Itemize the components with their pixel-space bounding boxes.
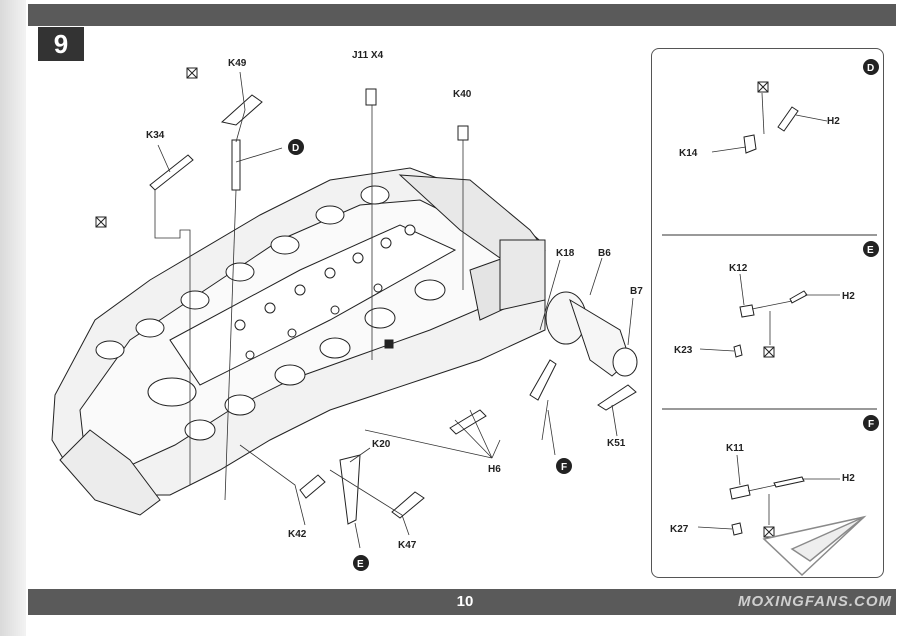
label-k34: K34 xyxy=(146,130,165,141)
label-j11-x4: J11 X4 xyxy=(352,50,384,61)
part-b6-b7 xyxy=(545,291,638,377)
cement-icon-k49 xyxy=(186,67,198,79)
svg-text:F: F xyxy=(868,419,874,430)
loose-parts xyxy=(149,88,637,525)
part-labels: K49 K34 J11 X4 K40 K18 B6 B7 K51 H6 K20 … xyxy=(146,50,643,551)
detail-section-f: F K11 H2 K27 xyxy=(670,415,879,538)
leader-lines xyxy=(154,71,634,549)
callout-d-main: D xyxy=(288,139,304,155)
svg-text:F: F xyxy=(561,462,567,473)
label-h6: H6 xyxy=(488,464,501,475)
svg-text:D: D xyxy=(867,63,874,74)
svg-text:E: E xyxy=(867,245,874,256)
detail-section-e: E K12 H2 K23 xyxy=(674,241,879,358)
label-k12: K12 xyxy=(729,263,748,274)
label-k51: K51 xyxy=(607,438,626,449)
top-bar xyxy=(28,4,896,26)
label-k20: K20 xyxy=(372,439,391,450)
svg-text:E: E xyxy=(357,559,364,570)
site-watermark: MOXINGFANS.COM xyxy=(738,593,893,610)
callout-e-main: E xyxy=(353,555,369,571)
label-k47: K47 xyxy=(398,540,417,551)
detail-section-d: D H2 K14 xyxy=(679,59,879,159)
detail-inset-diagram: D H2 K14 E xyxy=(662,59,879,577)
cement-icons xyxy=(95,67,394,349)
label-b6: B6 xyxy=(598,248,611,259)
page-number: 10 xyxy=(456,593,474,610)
cement-icon-k34 xyxy=(95,216,107,228)
paper-plane-logo xyxy=(762,515,867,577)
label-h2-f: H2 xyxy=(842,473,855,484)
label-b7: B7 xyxy=(630,286,643,297)
svg-text:D: D xyxy=(292,143,299,154)
callout-f-main: F xyxy=(556,458,572,474)
label-k49: K49 xyxy=(228,58,247,69)
label-k18: K18 xyxy=(556,248,575,259)
label-k23: K23 xyxy=(674,345,693,356)
cement-icon-main xyxy=(384,339,394,349)
detail-inset-panel: D H2 K14 E xyxy=(651,48,884,578)
label-k11: K11 xyxy=(726,443,744,454)
label-h2-e: H2 xyxy=(842,291,855,302)
step-number: 9 xyxy=(38,27,84,61)
label-k27: K27 xyxy=(670,524,689,535)
bottom-bar xyxy=(28,589,896,615)
label-k14: K14 xyxy=(679,148,698,159)
label-h2-d: H2 xyxy=(827,116,840,127)
page-spine-shadow xyxy=(0,0,26,636)
label-k40: K40 xyxy=(453,89,472,100)
label-k42: K42 xyxy=(288,529,307,540)
engine-illustration xyxy=(51,167,546,516)
